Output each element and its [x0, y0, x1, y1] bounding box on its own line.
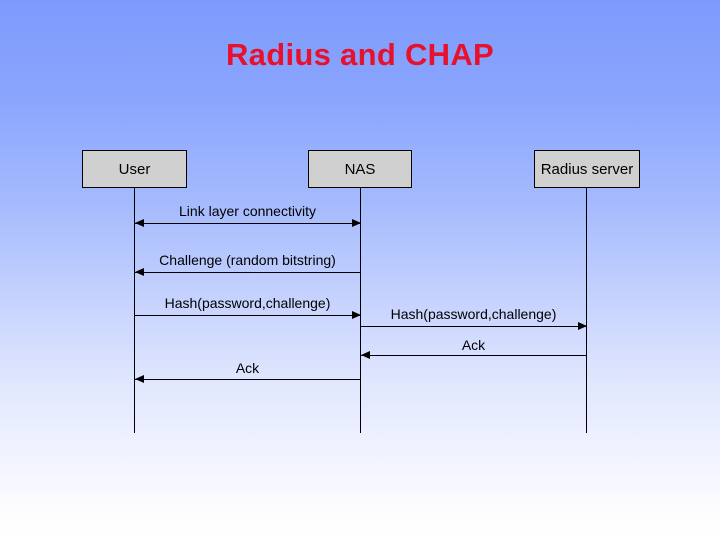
arrowhead-left-icon-ack-nas-user [135, 374, 144, 383]
actor-label-nas: NAS [344, 160, 376, 178]
lifeline-user [134, 188, 135, 433]
message-line-challenge [135, 272, 361, 273]
arrowhead-left-icon-challenge [135, 267, 144, 276]
actor-box-nas[interactable]: NAS [308, 150, 412, 188]
actor-box-radius-server[interactable]: Radius server [534, 150, 640, 188]
arrowhead-right-icon-hash-user-nas [352, 310, 361, 319]
message-line-link-layer-connectivity [135, 223, 361, 224]
message-label-ack-nas-user: Ack [235, 360, 260, 376]
page-title: Radius and CHAP [225, 37, 495, 72]
message-line-hash-nas-radius [361, 326, 587, 327]
message-label-hash-nas-radius: Hash(password,challenge) [390, 306, 557, 322]
arrowhead-right-icon-link-layer-connectivity [352, 218, 361, 227]
arrowhead-left-icon-ack-radius-nas [361, 350, 370, 359]
message-line-ack-nas-user [135, 379, 361, 380]
message-label-link-layer-connectivity: Link layer connectivity [179, 203, 316, 219]
actor-label-radius-server: Radius server [540, 160, 634, 178]
message-label-challenge: Challenge (random bitstring) [159, 252, 336, 268]
actor-label-user: User [118, 160, 151, 178]
message-line-hash-user-nas [135, 315, 361, 316]
arrowhead-right-icon-hash-nas-radius [578, 321, 587, 330]
actor-box-user[interactable]: User [82, 150, 187, 188]
message-label-ack-radius-nas: Ack [461, 337, 486, 353]
message-label-hash-user-nas: Hash(password,challenge) [164, 295, 331, 311]
message-line-ack-radius-nas [361, 355, 587, 356]
arrowhead-left-icon-link-layer-connectivity [135, 218, 144, 227]
lifeline-radius-server [586, 188, 587, 433]
